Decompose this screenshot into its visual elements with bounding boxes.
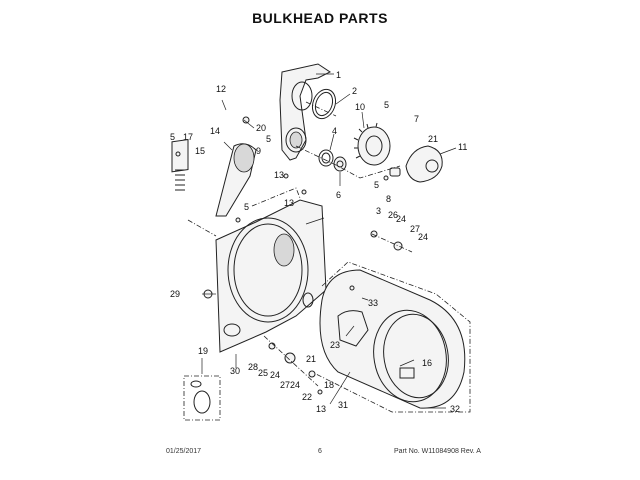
part-27b [284,352,296,364]
callout-27-b: 27 [280,380,290,390]
callout-5-cover: 5 [266,134,271,144]
assembly-lines [187,101,471,413]
part-pulley [389,167,401,177]
callout-24-d: 24 [290,380,300,390]
callout-32: 32 [450,404,460,414]
part-duct-seal [311,88,337,120]
part-27 [393,241,403,251]
callout-25: 25 [258,368,268,378]
callout-11: 11 [458,142,467,152]
part-kit-wire-harness [183,375,221,421]
footer-page-number: 6 [318,448,322,455]
callout-33: 33 [368,298,378,308]
callout-5-blower-bottom: 5 [374,180,379,190]
callout-5-grille: 5 [170,132,175,142]
callout-21-blower: 21 [428,134,438,144]
callout-labels: 1 2 3 4 5 5 5 5 5 6 7 8 9 10 11 12 13 13… [170,70,467,414]
callout-8: 8 [386,194,391,204]
leader-lines [201,73,457,409]
callout-7: 7 [414,114,419,124]
part-5c [235,217,241,223]
callout-13-panel: 13 [284,198,294,208]
callout-22: 22 [302,392,312,402]
callout-2: 2 [352,86,357,96]
part-front-bulkhead-panel [215,199,327,353]
footer-part-number: Part No. W11084908 Rev. A [394,448,481,455]
footer-date: 01/25/2017 [166,448,202,455]
callout-18: 18 [324,380,334,390]
callout-21-drum: 21 [306,354,316,364]
callout-27-a: 27 [410,224,420,234]
part-13b [301,189,307,195]
part-ring [318,149,334,167]
callout-4: 4 [332,126,337,136]
callout-6: 6 [336,190,341,200]
callout-5-blower-top: 5 [384,100,389,110]
callout-23: 23 [330,340,340,350]
part-20 [242,116,250,124]
part-drum-seal-slider [399,367,415,379]
callout-12: 12 [216,84,226,94]
callout-19: 19 [198,346,208,356]
callout-24-a: 24 [396,214,406,224]
callout-24-c: 24 [270,370,280,380]
part-blower-housing [405,145,443,183]
part-drum [319,269,466,409]
callout-3: 3 [376,206,381,216]
part-baffle [337,310,369,347]
part-blower-wheel [353,122,391,166]
callout-31: 31 [338,400,348,410]
callout-28: 28 [248,362,258,372]
callout-9: 9 [256,146,261,156]
callout-29: 29 [170,289,180,299]
page-title: BULKHEAD PARTS [252,10,388,26]
callout-15: 15 [195,146,205,156]
callout-20: 20 [256,123,266,133]
callout-13-bottom: 13 [316,404,326,414]
part-lint-grille [171,139,189,191]
part-bulkhead-duct [279,63,331,161]
part-bearing [333,156,347,172]
part-5e [383,175,389,181]
part-33 [349,285,355,291]
part-duct-cover [215,143,257,217]
callout-24-b: 24 [418,232,428,242]
callout-5-panel: 5 [244,202,249,212]
callout-10: 10 [355,102,365,112]
part-13a [283,173,289,179]
callout-16: 16 [422,358,432,368]
part-18 [308,370,316,378]
callout-30: 30 [230,366,240,376]
callout-17: 17 [183,132,193,142]
callout-13-duct: 13 [274,170,284,180]
part-5a [175,151,181,157]
part-13c [317,389,323,395]
callout-14: 14 [210,126,220,136]
callout-1: 1 [336,70,341,80]
callout-26: 26 [388,210,398,220]
